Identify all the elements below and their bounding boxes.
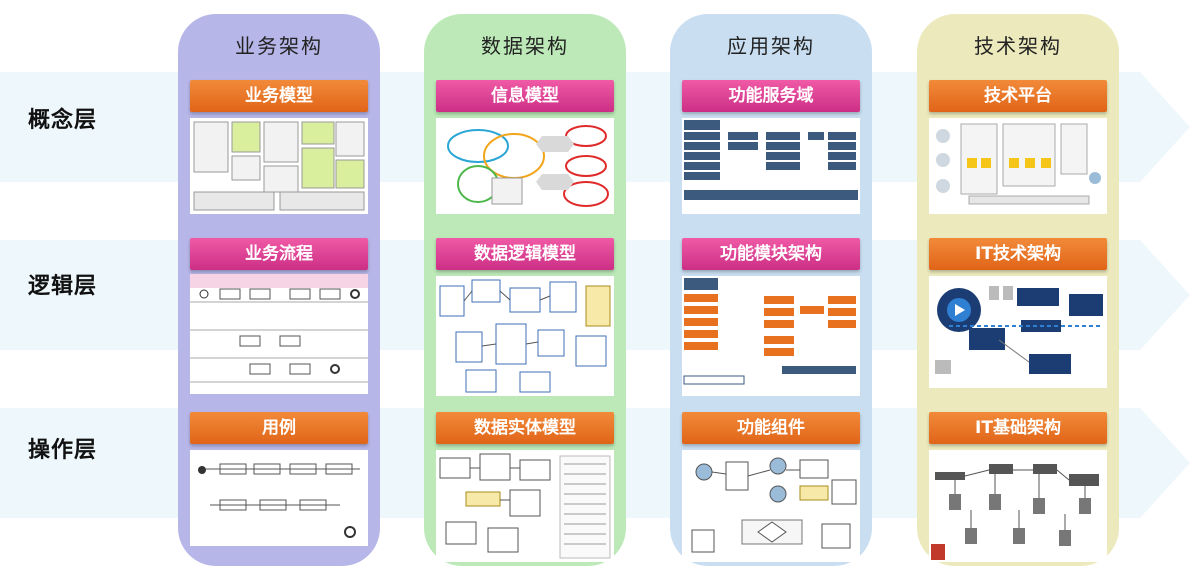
cell-function-module-architecture: 功能模块架构	[682, 238, 860, 270]
business-model-thumbnail	[190, 118, 368, 214]
cell-business-process: 业务流程	[190, 238, 368, 270]
column-title-application: 应用架构	[727, 34, 815, 58]
cell-it-infrastructure-architecture: IT基础架构	[929, 412, 1107, 444]
column-business: 业务架构 业务模型 业务流程	[178, 14, 380, 566]
cell-it-technology-architecture: IT技术架构	[929, 238, 1107, 270]
cell-data-entity-model: 数据实体模型	[436, 412, 614, 444]
cell-data-logical-model: 数据逻辑模型	[436, 238, 614, 270]
information-model-thumbnail	[436, 118, 614, 214]
data-entity-model-thumbnail	[436, 450, 614, 562]
cell-function-service-domain: 功能服务域	[682, 80, 860, 112]
column-application: 应用架构 功能服务域 功能模块架构	[670, 14, 872, 566]
row-label-operation: 操作层	[28, 438, 98, 463]
cell-use-case: 用例	[190, 412, 368, 444]
column-title-data: 数据架构	[481, 34, 569, 58]
cell-information-model: 信息模型	[436, 80, 614, 112]
row-label-logic: 逻辑层	[28, 274, 98, 299]
column-title-business: 业务架构	[235, 34, 323, 58]
it-technology-architecture-thumbnail	[929, 276, 1107, 388]
business-process-thumbnail	[190, 274, 368, 394]
it-infrastructure-architecture-thumbnail	[929, 450, 1107, 562]
row-label-concept: 概念层	[28, 108, 98, 133]
cell-business-model: 业务模型	[190, 80, 368, 112]
function-component-thumbnail	[682, 450, 860, 562]
data-logical-model-thumbnail	[436, 276, 614, 396]
column-technology: 技术架构 技术平台 IT技术架构	[917, 14, 1119, 566]
use-case-thumbnail	[190, 450, 368, 546]
column-title-technology: 技术架构	[974, 34, 1062, 58]
cell-function-component: 功能组件	[682, 412, 860, 444]
column-data: 数据架构 信息模型 数据逻辑模型	[424, 14, 626, 566]
cell-technology-platform: 技术平台	[929, 80, 1107, 112]
function-service-domain-thumbnail	[682, 118, 860, 214]
technology-platform-thumbnail	[929, 118, 1107, 214]
function-module-architecture-thumbnail	[682, 276, 860, 396]
